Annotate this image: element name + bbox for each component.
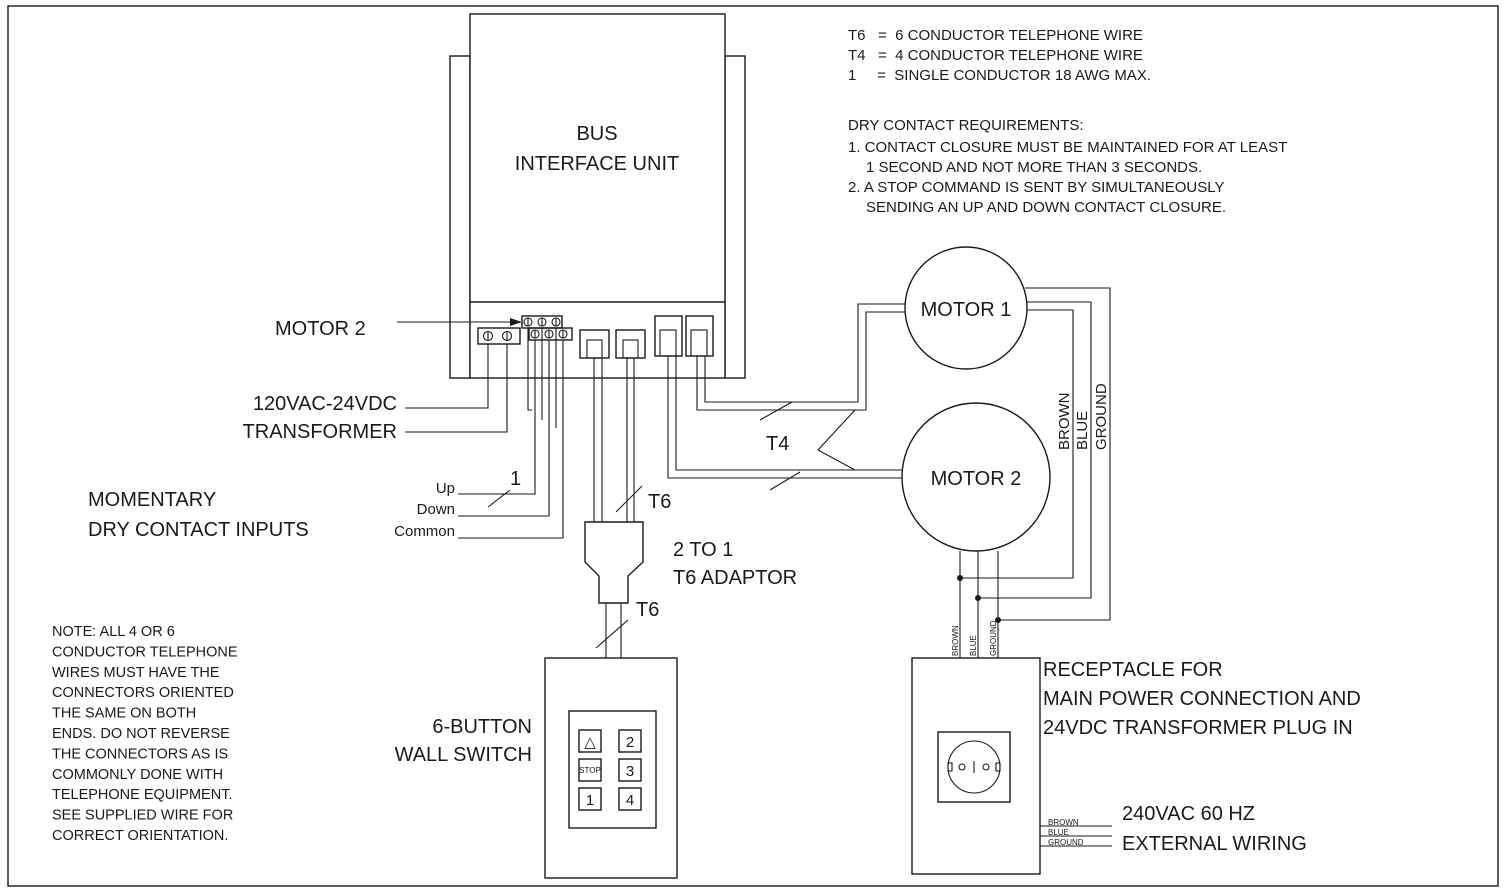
motor2-label: MOTOR 2 <box>931 468 1022 490</box>
switch-button-label: STOP <box>579 766 601 775</box>
motor1-wire-brown: BROWN <box>1056 393 1073 451</box>
note-line: THE CONNECTORS AS IS <box>52 746 228 762</box>
note-line: SEE SUPPLIED WIRE FOR <box>52 808 233 824</box>
switch-button[interactable] <box>618 758 642 782</box>
switch-button-label: 2 <box>626 734 634 751</box>
motor1-label: MOTOR 1 <box>921 299 1012 321</box>
switch-button[interactable] <box>618 787 642 811</box>
ext-label-2: EXTERNAL WIRING <box>1122 833 1307 855</box>
note-line: COMMONLY DONE WITH <box>52 767 223 783</box>
switch-button-label: 4 <box>626 792 634 809</box>
motor2-pointer-label: MOTOR 2 <box>275 318 366 340</box>
switch-label-1: 6-BUTTON <box>432 716 532 738</box>
note-line: TELEPHONE EQUIPMENT. <box>52 787 232 803</box>
requirements-line: 1. CONTACT CLOSURE MUST BE MAINTAINED FO… <box>848 139 1287 156</box>
adaptor-label-2: T6 ADAPTOR <box>673 567 797 589</box>
diagram-frame <box>7 5 1499 887</box>
ext-wire-ground: GROUND <box>1048 838 1084 847</box>
t6-lower-label: T6 <box>636 599 659 621</box>
switch-button-label: △ <box>584 734 596 751</box>
switch-button-label: 3 <box>626 763 634 780</box>
bus-interface-unit: BUS INTERFACE UNIT <box>449 13 746 379</box>
motor2-wire-blue: BLUE <box>969 635 978 656</box>
note-line: CONDUCTOR TELEPHONE <box>52 644 238 660</box>
t6-adaptor <box>584 521 644 604</box>
receptacle-label-1: RECEPTACLE FOR <box>1043 659 1223 681</box>
switch-button[interactable] <box>618 729 642 753</box>
ext-wire-brown: BROWN <box>1048 818 1079 827</box>
momentary-label-1: MOMENTARY <box>88 489 216 511</box>
note-line: ENDS. DO NOT REVERSE <box>52 726 230 742</box>
requirements-line: SENDING AN UP AND DOWN CONTACT CLOSURE. <box>866 199 1226 216</box>
t4-label: T4 <box>766 433 789 455</box>
input-down-label: Down <box>417 501 455 518</box>
requirements-title: DRY CONTACT REQUIREMENTS: <box>848 117 1084 134</box>
motor2-wire-brown: BROWN <box>951 625 960 656</box>
switch-button[interactable] <box>578 758 602 782</box>
transformer-label-2: TRANSFORMER <box>243 421 397 443</box>
momentary-label-2: DRY CONTACT INPUTS <box>88 519 309 541</box>
note-line: WIRES MUST HAVE THE <box>52 665 220 681</box>
note-line: NOTE: ALL 4 OR 6 <box>52 624 175 640</box>
motor1 <box>904 246 1028 370</box>
legend-line: 1 = SINGLE CONDUCTOR 18 AWG MAX. <box>848 67 1151 84</box>
receptacle-label-2: MAIN POWER CONNECTION AND <box>1043 688 1361 710</box>
adaptor-label-1: 2 TO 1 <box>673 539 733 561</box>
switch-label-2: WALL SWITCH <box>395 744 532 766</box>
power-terminal-block <box>477 327 521 345</box>
input-up-label: Up <box>436 480 455 497</box>
ext-wire-blue: BLUE <box>1048 828 1069 837</box>
bus-unit-title-2: INTERFACE UNIT <box>515 153 679 175</box>
note-line: CONNECTORS ORIENTED <box>52 685 234 701</box>
wiring-note: NOTE: ALL 4 OR 6 CONDUCTOR TELEPHONE WIRES… <box>52 624 238 844</box>
transformer-label-1: 120VAC-24VDC <box>253 393 397 415</box>
receptacle-label-3: 24VDC TRANSFORMER PLUG IN <box>1043 717 1353 739</box>
legend-line: T6 = 6 CONDUCTOR TELEPHONE WIRE <box>848 27 1143 44</box>
bus-unit-title-1: BUS <box>576 123 617 145</box>
dry-contact-requirements: DRY CONTACT REQUIREMENTS: 1. CONTACT CLOS… <box>848 117 1287 216</box>
ext-label-1: 240VAC 60 HZ <box>1122 803 1255 825</box>
switch-button[interactable] <box>578 787 602 811</box>
legend: T6 = 6 CONDUCTOR TELEPHONE WIRE T4 = 4 CO… <box>848 27 1151 84</box>
note-line: CORRECT ORIENTATION. <box>52 828 228 844</box>
motor1-wire-blue: BLUE <box>1074 411 1091 450</box>
receptacle <box>911 657 1041 875</box>
motor1-wire-ground: GROUND <box>1093 383 1110 450</box>
switch-button-label: 1 <box>586 792 594 809</box>
requirements-line: 1 SECOND AND NOT MORE THAN 3 SECONDS. <box>866 159 1202 176</box>
single-conductor-label: 1 <box>510 468 521 490</box>
switch-button[interactable] <box>578 729 602 753</box>
note-line: THE SAME ON BOTH <box>52 706 196 722</box>
motor2-wire-ground: GROUND <box>989 620 998 656</box>
t6-upper-label: T6 <box>648 491 671 513</box>
requirements-line: 2. A STOP COMMAND IS SENT BY SIMULTANEOU… <box>848 179 1225 196</box>
dry-contact-terminal-block <box>528 327 573 341</box>
legend-line: T4 = 4 CONDUCTOR TELEPHONE WIRE <box>848 47 1143 64</box>
input-common-label: Common <box>394 523 455 540</box>
motor2 <box>901 402 1051 552</box>
